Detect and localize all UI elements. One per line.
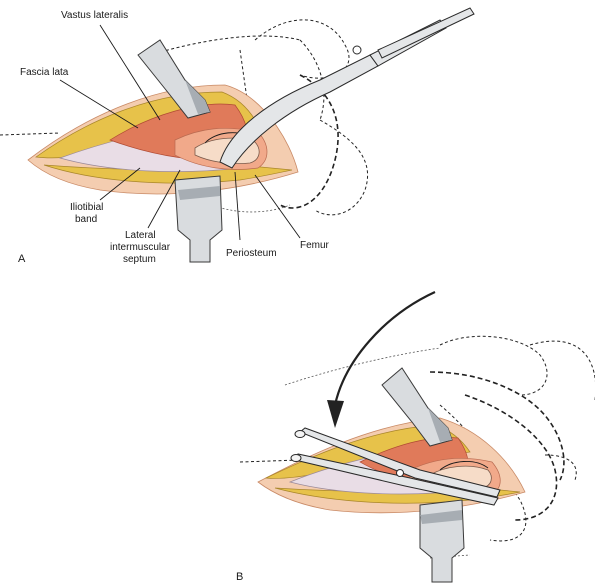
- leader-femur: [254, 174, 301, 239]
- curved-scissors-a: [219, 7, 475, 169]
- label-periosteum: Periosteum: [226, 248, 277, 259]
- incision-a: [27, 84, 299, 195]
- panel-b: B: [236, 291, 595, 583]
- retractor-lower-a: [174, 175, 223, 263]
- label-femur: Femur: [300, 240, 330, 251]
- label-iliotibial-band: Iliotibial band: [70, 202, 106, 225]
- retractor-upper-b: [381, 367, 453, 447]
- straight-scissors-b: [290, 427, 501, 506]
- leader-fascia-lata: [59, 79, 139, 129]
- leader-iliotibial-band: [99, 167, 141, 201]
- label-lateral-intermuscular-septum: Lateral intermuscular septum: [110, 230, 173, 265]
- motion-arrow-b: [327, 291, 436, 428]
- retractor-lower-b: [419, 499, 465, 583]
- leader-periosteum: [234, 171, 241, 241]
- leader-vastus-lateralis: [99, 24, 161, 121]
- label-vastus-lateralis: Vastus lateralis: [61, 10, 128, 21]
- retractor-upper-a: [137, 39, 211, 119]
- leader-lateral-intermuscular-septum: [147, 169, 181, 229]
- label-fascia-lata: Fascia lata: [20, 67, 69, 78]
- panel-a: Vastus lateralis Fascia lata Iliotibial …: [0, 7, 475, 265]
- panel-label-a: A: [18, 253, 26, 265]
- panel-label-b: B: [236, 571, 243, 583]
